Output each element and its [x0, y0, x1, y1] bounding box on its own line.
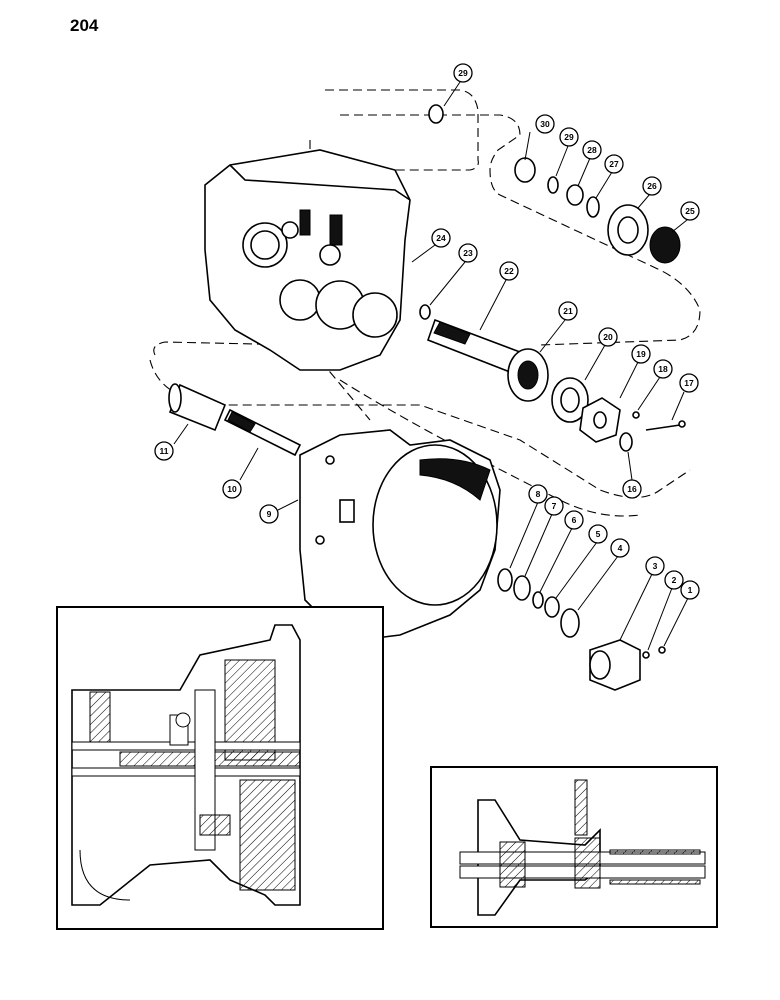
- svg-text:25: 25: [685, 206, 695, 216]
- svg-text:10: 10: [227, 484, 237, 494]
- callout-25: 25: [680, 201, 700, 221]
- svg-text:7: 7: [552, 501, 557, 511]
- svg-text:8: 8: [536, 489, 541, 499]
- upper-housing: [204, 149, 411, 371]
- callout-22: 22: [499, 261, 519, 281]
- svg-text:2: 2: [672, 575, 677, 585]
- callout-20: 20: [598, 327, 618, 347]
- callout-6: 6: [564, 510, 584, 530]
- callout-16: 16: [622, 479, 642, 499]
- callout-7: 7: [544, 496, 564, 516]
- svg-text:23: 23: [463, 248, 473, 258]
- callout-1: 1: [680, 580, 700, 600]
- svg-text:17: 17: [684, 378, 694, 388]
- inset-shaft-section: [430, 766, 718, 928]
- svg-text:6: 6: [572, 515, 577, 525]
- callout-21: 21: [558, 301, 578, 321]
- svg-text:3: 3: [653, 561, 658, 571]
- svg-text:30: 30: [540, 119, 550, 129]
- callout-11: 11: [154, 441, 174, 461]
- svg-text:11: 11: [160, 446, 169, 456]
- callout-2: 2: [664, 570, 684, 590]
- callout-28: 28: [582, 140, 602, 160]
- svg-text:20: 20: [603, 332, 613, 342]
- svg-text:21: 21: [563, 306, 573, 316]
- svg-text:9: 9: [267, 509, 272, 519]
- svg-text:29: 29: [564, 132, 574, 142]
- callout-27: 27: [604, 154, 624, 174]
- callout-9: 9: [259, 504, 279, 524]
- svg-text:22: 22: [504, 266, 514, 276]
- exploded-components: [168, 104, 686, 691]
- svg-text:27: 27: [609, 159, 619, 169]
- svg-text:4: 4: [618, 543, 623, 553]
- callout-30: 30: [535, 114, 555, 134]
- callout-19: 19: [631, 344, 651, 364]
- callout-29a: 29: [453, 63, 473, 83]
- callout-8: 8: [528, 484, 548, 504]
- svg-text:5: 5: [596, 529, 601, 539]
- svg-text:26: 26: [647, 181, 657, 191]
- callout-17: 17: [679, 373, 699, 393]
- callout-18: 18: [653, 359, 673, 379]
- svg-text:16: 16: [627, 484, 637, 494]
- inset-clutch-section: [56, 606, 384, 930]
- callout-26: 26: [642, 176, 662, 196]
- callout-23: 23: [458, 243, 478, 263]
- callout-5: 5: [588, 524, 608, 544]
- callout-4: 4: [610, 538, 630, 558]
- svg-text:29: 29: [458, 68, 468, 78]
- callout-10: 10: [222, 479, 242, 499]
- page-number: 204: [70, 16, 99, 35]
- callout-24: 24: [431, 228, 451, 248]
- callouts: 29 30 29 28 27 26 25 24 23 22 21 20 19 1…: [154, 63, 700, 651]
- svg-text:24: 24: [436, 233, 446, 243]
- svg-text:19: 19: [636, 349, 646, 359]
- callout-3: 3: [645, 556, 665, 576]
- clutch-housing: [299, 429, 501, 641]
- svg-text:28: 28: [587, 145, 597, 155]
- svg-text:18: 18: [658, 364, 668, 374]
- callout-29b: 29: [559, 127, 579, 147]
- svg-text:1: 1: [688, 585, 693, 595]
